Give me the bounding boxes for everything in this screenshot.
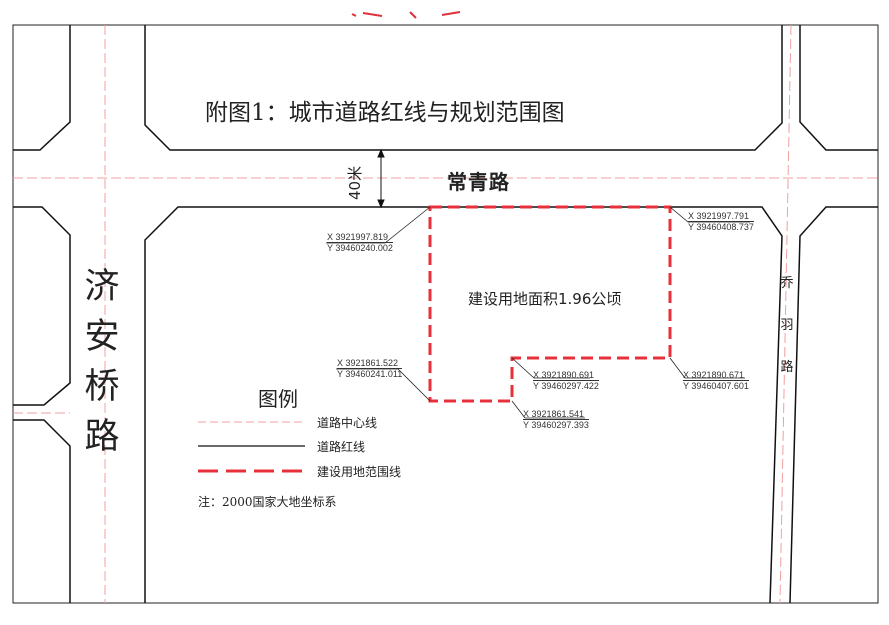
legend-item-label: 建设用地范围线 (317, 465, 402, 479)
stamp-marks (351, 11, 461, 19)
coordinate-system-note: 注：2000国家大地坐标系 (198, 495, 337, 509)
leader-lines (326, 206, 750, 419)
road-center-lines (13, 24, 878, 604)
legend-title: 图例 (258, 387, 298, 411)
legend-item-label: 道路红线 (317, 440, 366, 454)
site-area-label: 建设用地面积1.96公顷 (468, 290, 622, 308)
road-width-label: 40米 (346, 165, 364, 200)
legend-item-label: 道路中心线 (317, 416, 378, 430)
road-label-east: 乔羽路 (780, 276, 794, 375)
road-label-north: 常青路 (447, 170, 510, 194)
map-frame (12, 24, 879, 604)
dimension-line (377, 148, 385, 209)
map-title: 附图1：城市道路红线与规划范围图 (205, 100, 565, 126)
road-label-west: 济安桥路 (84, 267, 120, 457)
